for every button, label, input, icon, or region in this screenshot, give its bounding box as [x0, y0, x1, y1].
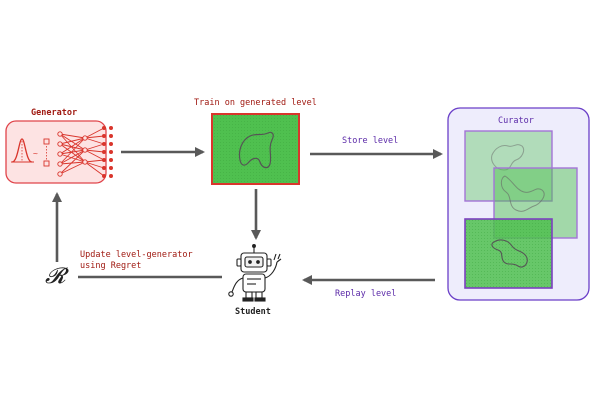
stored-level-3: [464, 218, 553, 289]
output-grid-icon: [102, 126, 113, 178]
regret-symbol: 𝓡: [45, 264, 66, 289]
student-robot-icon: [228, 244, 282, 302]
replay-level-label: Replay level: [335, 289, 397, 299]
noise-vector-icon: [43, 138, 50, 167]
train-label: Train on generated level: [194, 98, 317, 108]
curator-box: [447, 107, 590, 301]
store-level-label: Store level: [342, 136, 399, 146]
gaussian-icon: [11, 138, 34, 163]
generator-label: Generator: [31, 108, 78, 118]
update-label-line1: Update level-generator: [80, 250, 193, 260]
curator-label: Curator: [498, 116, 534, 126]
update-label-line2: using Regret: [80, 261, 142, 271]
neural-network-icon: [57, 127, 105, 177]
generator-box: ~: [5, 120, 113, 184]
arrows: [52, 147, 443, 285]
svg-text:~: ~: [33, 149, 38, 158]
level-track-shape: [238, 131, 274, 169]
generated-level: [211, 113, 300, 185]
student-label: Student: [235, 307, 271, 317]
